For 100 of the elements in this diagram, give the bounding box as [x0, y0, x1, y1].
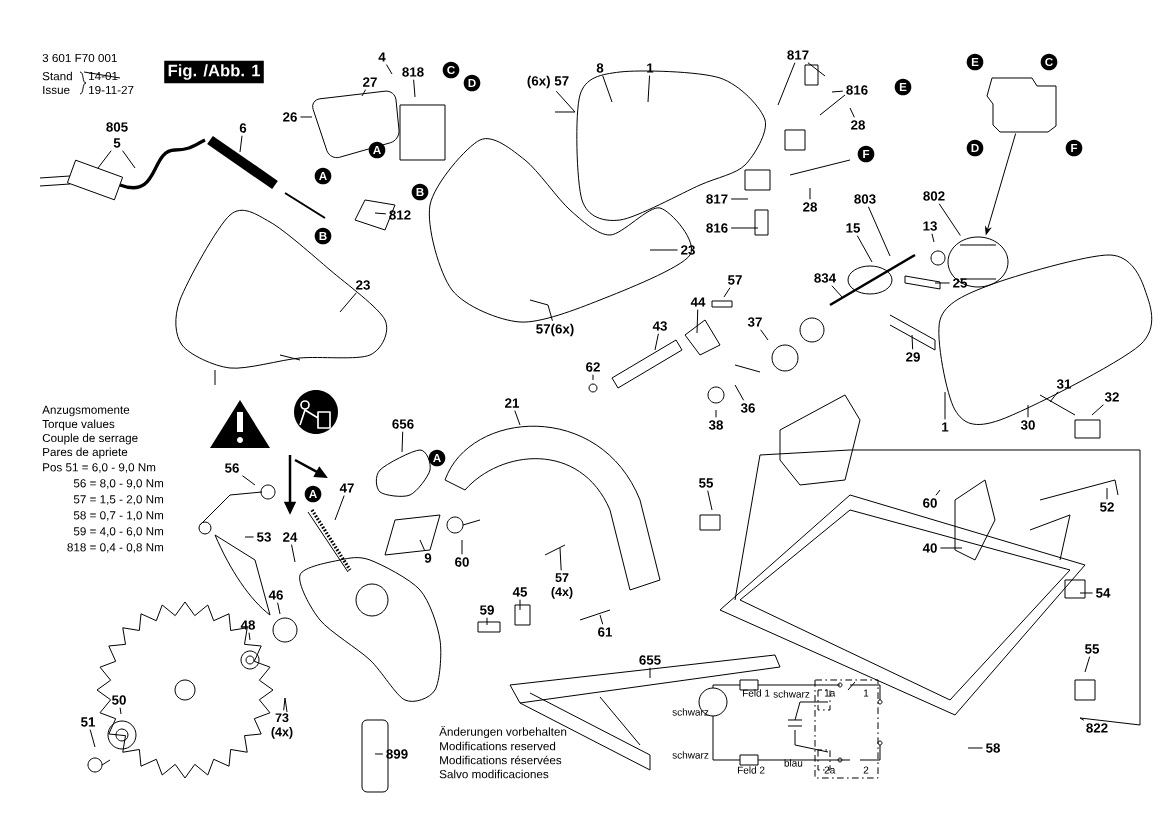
leader-line	[122, 150, 136, 169]
torque-text: 58 = 0,7 - 1,0 Nm	[73, 511, 164, 521]
leader-line	[401, 431, 404, 453]
leader-line	[944, 391, 946, 420]
leader-line	[723, 287, 731, 298]
callout-number: 53	[257, 532, 271, 542]
leader-line	[547, 304, 553, 322]
stator-drawing	[947, 236, 1009, 288]
leader-line	[1079, 592, 1094, 594]
callout-number: 60	[455, 557, 469, 567]
leader-line	[649, 249, 679, 251]
leader-line	[592, 374, 594, 381]
leader-line	[413, 79, 416, 98]
leader-line	[1027, 404, 1029, 418]
leader-line	[559, 547, 562, 571]
leader-line	[334, 495, 345, 521]
wire-label: 1	[864, 689, 869, 697]
callout-number: 55	[1085, 644, 1100, 654]
callout-number: 822	[1086, 723, 1108, 733]
leader-line	[654, 333, 659, 351]
callout-number: 59	[480, 605, 494, 615]
callout-number: 57(6x)	[536, 323, 574, 337]
callout-number: 26	[283, 112, 297, 122]
callout-number: 52	[1100, 502, 1114, 512]
callout-number: 62	[586, 362, 600, 372]
leader-line	[730, 227, 759, 229]
callout-number: 48	[240, 620, 255, 630]
leader-line	[461, 539, 463, 555]
leader-line	[283, 697, 286, 711]
callout-number: 805	[106, 122, 128, 132]
callout-number: 817	[706, 194, 728, 204]
leader-line	[97, 150, 112, 169]
callout-number: 73 (4x)	[271, 713, 293, 739]
callout-number: 803	[854, 194, 876, 204]
leader-line	[777, 62, 796, 106]
leader-line	[974, 747, 984, 749]
leader-line	[734, 384, 745, 401]
callout-number: 29	[906, 352, 920, 362]
leader-line	[374, 212, 387, 215]
callout-number: 899	[386, 749, 408, 759]
callout-number: 812	[389, 210, 411, 220]
leader-line	[89, 729, 96, 748]
leader-line	[935, 489, 941, 496]
leader-line	[934, 282, 951, 284]
callout-number: 47	[339, 483, 354, 493]
leader-line	[119, 707, 122, 715]
figure-label: Fig. /Abb. 1	[164, 60, 264, 84]
leader-line	[831, 90, 844, 93]
leader-line	[1091, 404, 1104, 416]
note-text: Modifications réservées	[440, 755, 562, 765]
torque-text: 59 = 4,0 - 6,0 Nm	[73, 527, 164, 537]
torque-text: Couple de serrage	[42, 433, 138, 445]
leader-line	[299, 116, 313, 118]
leader-line	[385, 64, 393, 75]
leader-line	[707, 490, 713, 511]
leader-line	[599, 614, 604, 625]
leader-line	[244, 536, 255, 538]
torque-text: 818 = 0,4 - 0,8 Nm	[67, 543, 164, 553]
callout-number: 5	[113, 138, 121, 148]
callout-number: 656	[392, 419, 414, 429]
callout-number: 817	[787, 50, 809, 60]
torque-text: 57 = 1,5 - 2,0 Nm	[73, 495, 164, 505]
callout-number: 9	[424, 553, 432, 563]
leader-line	[809, 187, 811, 200]
leader-line	[649, 667, 651, 679]
wire-label: Feld 1	[743, 689, 770, 697]
callout-number: 54	[1096, 588, 1111, 598]
callout-number: 15	[846, 223, 861, 233]
wire-label: schwarz	[773, 690, 810, 698]
leader-line	[602, 75, 613, 103]
callout-number: 57	[728, 275, 742, 285]
callout-number: 50	[112, 695, 126, 705]
callout-number: 43	[652, 321, 667, 331]
callout-number: 816	[706, 223, 728, 233]
callout-number: 56	[225, 463, 239, 473]
leader-line	[1084, 656, 1091, 673]
callout-number: 38	[708, 420, 723, 430]
leader-line	[807, 62, 826, 77]
callout-number: 4	[378, 52, 386, 62]
callout-number: 61	[598, 627, 613, 637]
callout-number: 818	[402, 67, 424, 77]
leader-line	[555, 90, 576, 113]
callout-number: 57 (4x)	[551, 573, 573, 599]
wire-label: 2a	[824, 766, 836, 774]
callout-number: 60	[923, 498, 937, 508]
leader-line	[514, 410, 521, 426]
revision-text: Stand	[42, 71, 72, 81]
leader-line	[867, 206, 891, 257]
leader-line	[419, 539, 426, 551]
revision-text: 19-11-27	[89, 85, 134, 95]
callout-number: 21	[505, 398, 520, 408]
callout-number: 25	[953, 278, 968, 288]
leader-line	[486, 617, 488, 626]
callout-number: 13	[923, 221, 937, 231]
leader-line	[985, 133, 1017, 235]
callout-number: 27	[363, 77, 377, 87]
wire-label: 2	[863, 766, 869, 774]
leader-line	[849, 107, 855, 118]
note-text: Modifications reserved	[440, 741, 556, 751]
leader-line	[239, 135, 243, 153]
